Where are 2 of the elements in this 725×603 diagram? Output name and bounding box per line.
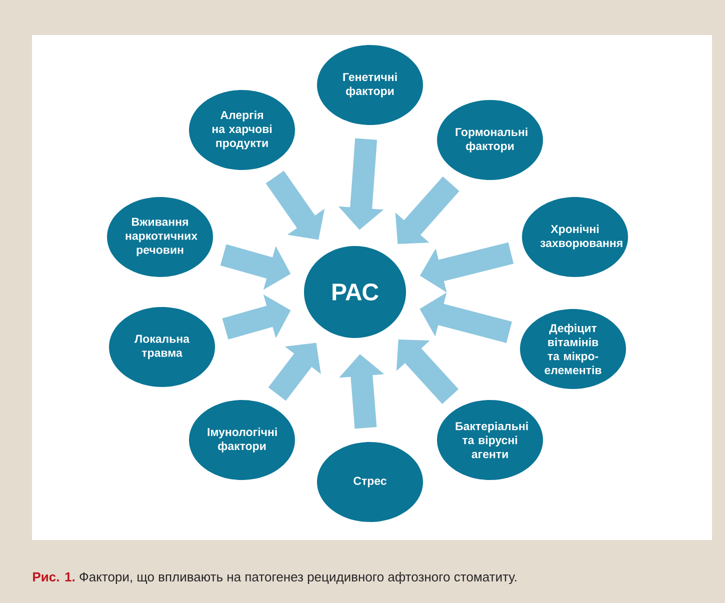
figure-caption: Рис. 1. Фактори, що впливають на патогенез рецидивного афтозного стоматиту. — [33, 572, 516, 584]
block-arrow — [396, 340, 459, 404]
